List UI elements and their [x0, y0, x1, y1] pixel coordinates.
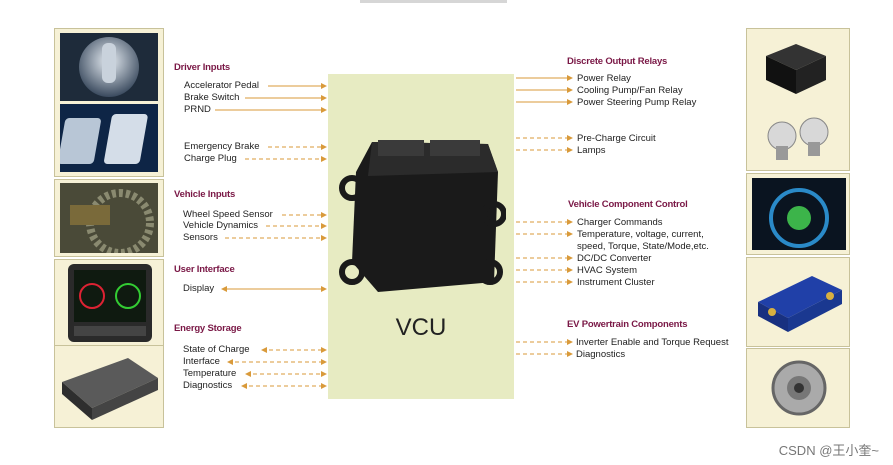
label-hvac-system: HVAC System	[577, 265, 637, 276]
label-dcdc-converter: DC/DC Converter	[577, 253, 651, 264]
label-accelerator-pedal: Accelerator Pedal	[184, 80, 259, 91]
label-temperature: Temperature	[183, 368, 236, 379]
label-emergency-brake: Emergency Brake	[184, 141, 260, 152]
label-brake-switch: Brake Switch	[184, 92, 239, 103]
label-power-steering-pump-relay: Power Steering Pump Relay	[577, 97, 696, 108]
label-state-of-charge: State of Charge	[183, 344, 250, 355]
header-vehicle-component-control: Vehicle Component Control	[568, 199, 688, 210]
label-vehicle-dynamics: Vehicle Dynamics	[183, 220, 258, 231]
header-user-interface: User Interface	[174, 264, 235, 275]
label-speed-torque-state: speed, Torque, State/Mode,etc.	[577, 241, 709, 252]
header-vehicle-inputs: Vehicle Inputs	[174, 189, 235, 200]
label-instrument-cluster: Instrument Cluster	[577, 277, 655, 288]
label-diagnostics-left: Diagnostics	[183, 380, 232, 391]
label-charge-plug: Charge Plug	[184, 153, 237, 164]
label-prnd: PRND	[184, 104, 211, 115]
label-wheel-speed-sensor: Wheel Speed Sensor	[183, 209, 273, 220]
label-power-relay: Power Relay	[577, 73, 631, 84]
label-lamps: Lamps	[577, 145, 606, 156]
label-charger-commands: Charger Commands	[577, 217, 663, 228]
header-ev-powertrain-components: EV Powertrain Components	[567, 319, 687, 330]
label-temperature-voltage-current: Temperature, voltage, current,	[577, 229, 704, 240]
header-discrete-output-relays: Discrete Output Relays	[567, 56, 667, 67]
header-driver-inputs: Driver Inputs	[174, 62, 230, 73]
label-inverter-enable-torque: Inverter Enable and Torque Request	[576, 337, 728, 348]
watermark: CSDN @王小奎~	[779, 440, 879, 459]
label-sensors: Sensors	[183, 232, 218, 243]
label-pre-charge-circuit: Pre-Charge Circuit	[577, 133, 656, 144]
label-cooling-pump-fan-relay: Cooling Pump/Fan Relay	[577, 85, 683, 96]
label-diagnostics-right: Diagnostics	[576, 349, 625, 360]
label-interface: Interface	[183, 356, 220, 367]
label-display: Display	[183, 283, 214, 294]
header-energy-storage: Energy Storage	[174, 323, 241, 334]
